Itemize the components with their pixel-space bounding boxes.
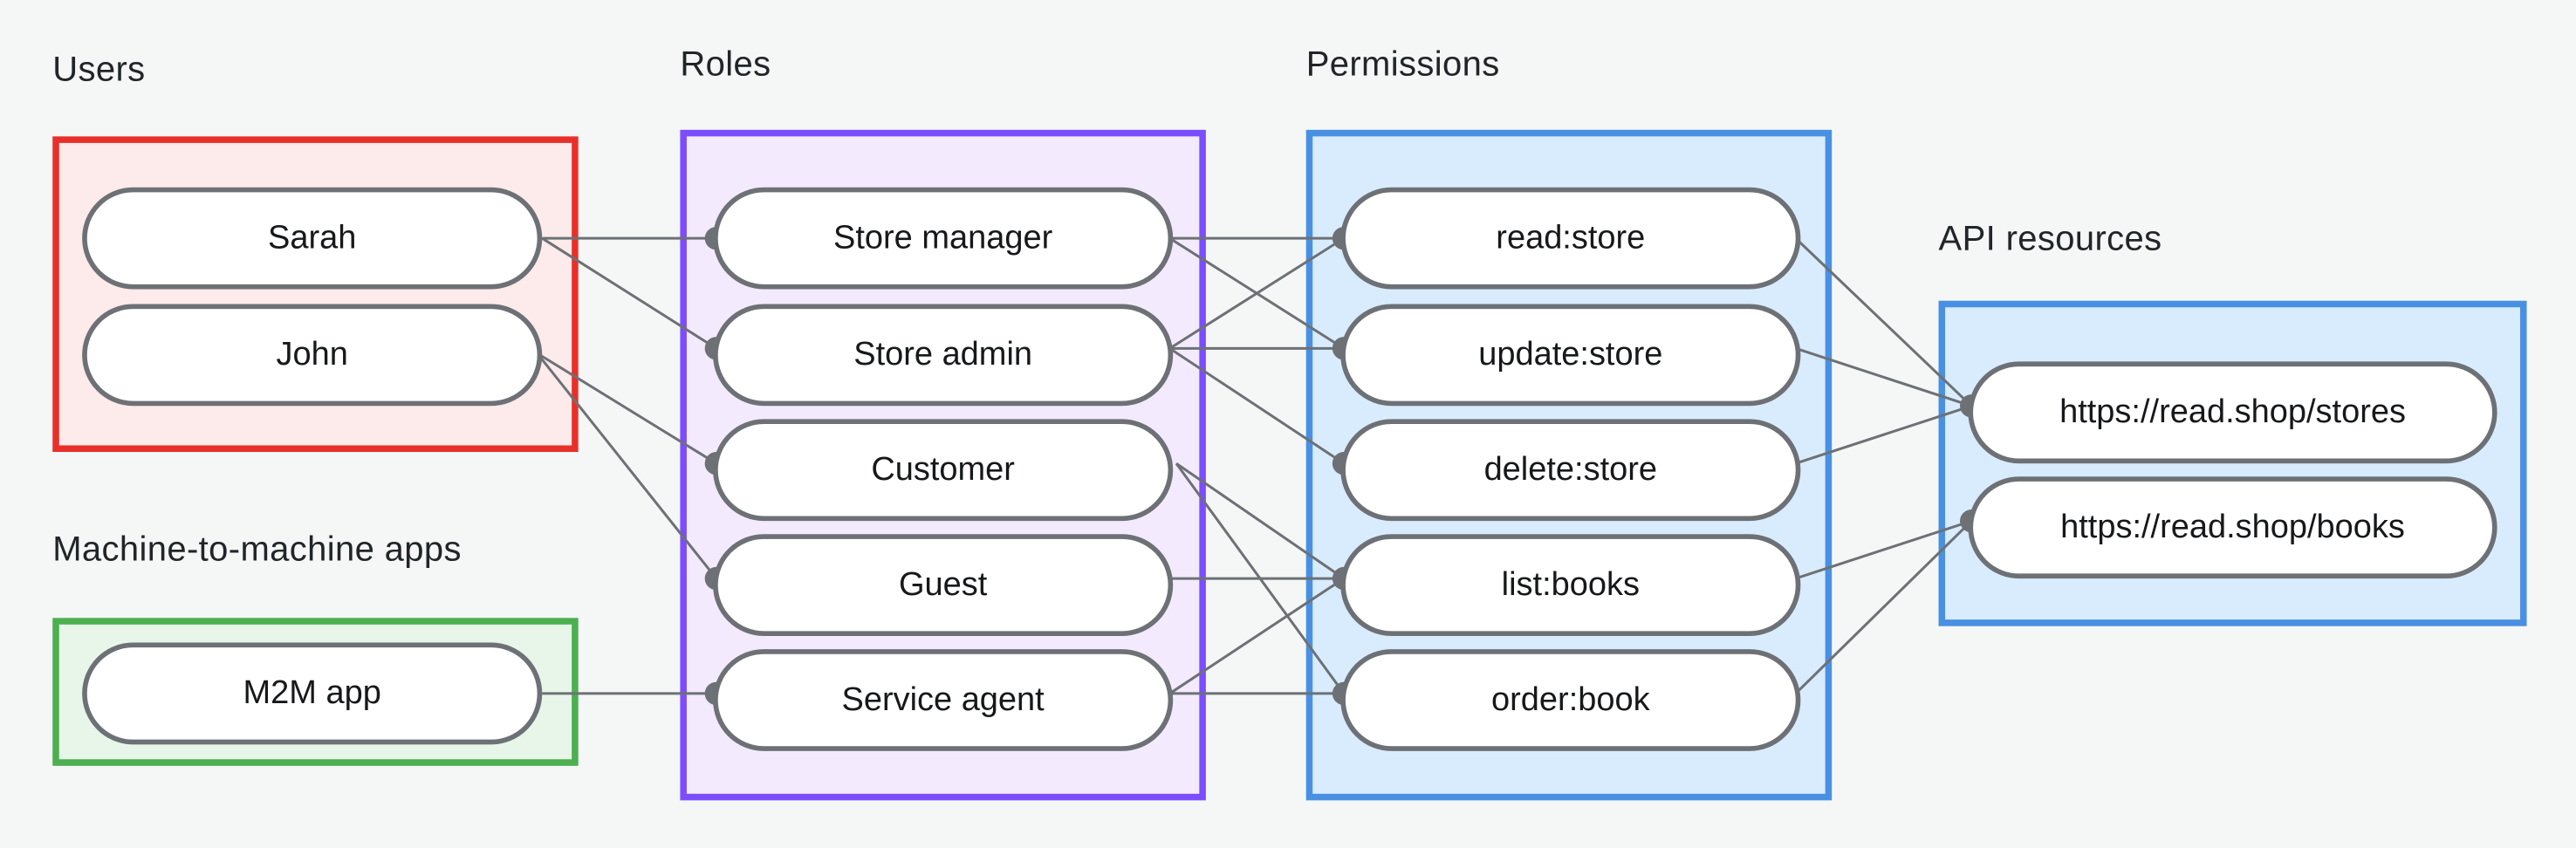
- node-permission-read-store[interactable]: read:store: [1340, 187, 1801, 290]
- group-title-permissions: Permissions: [1305, 44, 1500, 85]
- node-permission-update-store[interactable]: update:store: [1340, 304, 1801, 407]
- node-role-guest[interactable]: Guest: [713, 534, 1174, 636]
- group-title-roles: Roles: [680, 44, 771, 85]
- node-role-service-agent[interactable]: Service agent: [713, 649, 1174, 751]
- node-user-john[interactable]: John: [82, 304, 543, 407]
- node-role-store-manager[interactable]: Store manager: [713, 187, 1174, 290]
- node-permission-list-books[interactable]: list:books: [1340, 534, 1801, 636]
- group-title-m2m: Machine-to-machine apps: [52, 529, 462, 569]
- node-api-resource-books[interactable]: https://read.shop/books: [1968, 476, 2497, 579]
- node-m2m-app[interactable]: M2M app: [82, 642, 543, 745]
- group-title-users: Users: [52, 49, 146, 89]
- node-permission-delete-store[interactable]: delete:store: [1340, 419, 1801, 522]
- group-title-api-resources: API resources: [1938, 218, 2162, 258]
- node-role-store-admin[interactable]: Store admin: [713, 304, 1174, 407]
- node-role-customer[interactable]: Customer: [713, 419, 1174, 522]
- node-permission-order-book[interactable]: order:book: [1340, 649, 1801, 751]
- node-api-resource-stores[interactable]: https://read.shop/stores: [1968, 361, 2497, 464]
- node-user-sarah[interactable]: Sarah: [82, 187, 543, 290]
